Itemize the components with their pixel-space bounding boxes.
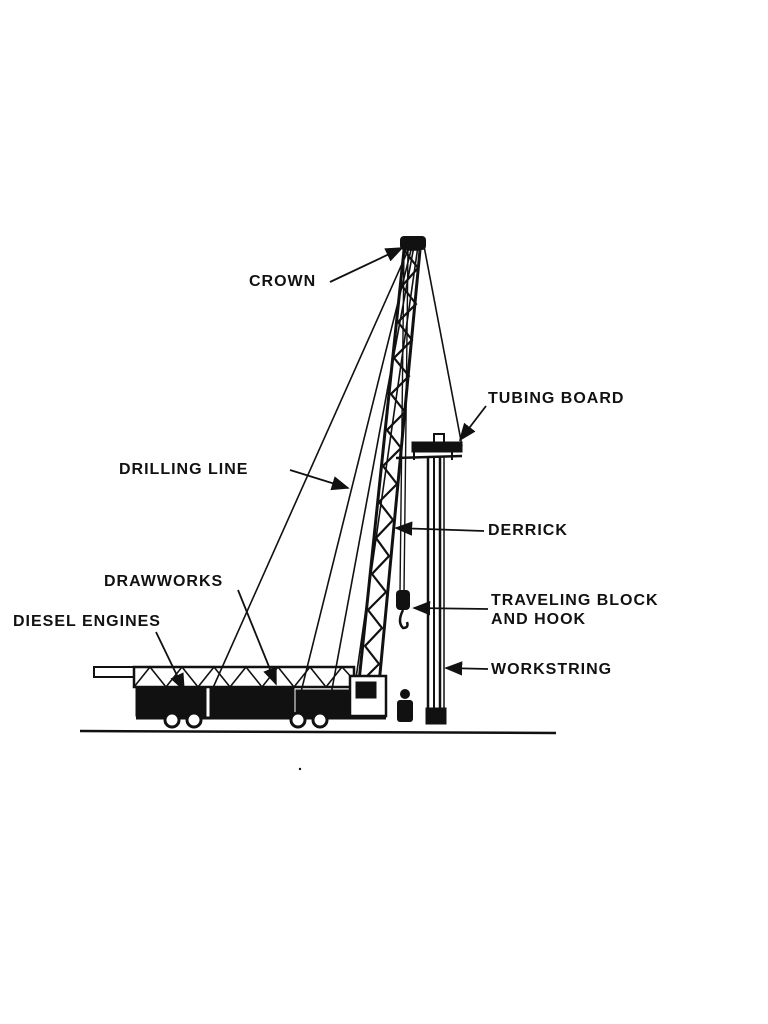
traveling-block	[396, 590, 410, 630]
workstring	[425, 456, 447, 725]
label-traveling-block-line1: TRAVELING BLOCK	[491, 592, 659, 609]
label-workstring: WORKSTRING	[491, 661, 613, 678]
tubing-board-leader	[458, 405, 487, 442]
workstring-leader	[444, 661, 489, 676]
label-diesel-engines: DIESEL ENGINES	[13, 613, 161, 630]
label-drilling-line: DRILLING LINE	[119, 461, 249, 478]
crown-block	[400, 236, 426, 250]
label-traveling-block-and-hook: TRAVELING BLOCK AND HOOK	[491, 591, 659, 629]
derrick-leader	[394, 521, 485, 536]
label-crown: CROWN	[249, 273, 317, 290]
scan-speck	[298, 767, 302, 771]
carrier-truck	[93, 665, 388, 729]
drawworks-leader	[237, 589, 277, 686]
guy-lines	[211, 245, 463, 707]
leader-arrows	[155, 247, 489, 692]
label-drawworks: DRAWWORKS	[104, 573, 224, 590]
worker-figure	[397, 689, 413, 722]
traveling-block-leader	[412, 601, 489, 616]
crown-leader	[329, 247, 404, 283]
ground-line	[79, 729, 557, 735]
drilling-line-leader	[289, 469, 350, 491]
diesel-engines-leader	[155, 631, 185, 692]
label-derrick: DERRICK	[488, 522, 568, 539]
label-tubing-board: TUBING BOARD	[488, 390, 625, 407]
label-traveling-block-line2: AND HOOK	[491, 611, 587, 628]
derrick-mast	[354, 249, 422, 717]
